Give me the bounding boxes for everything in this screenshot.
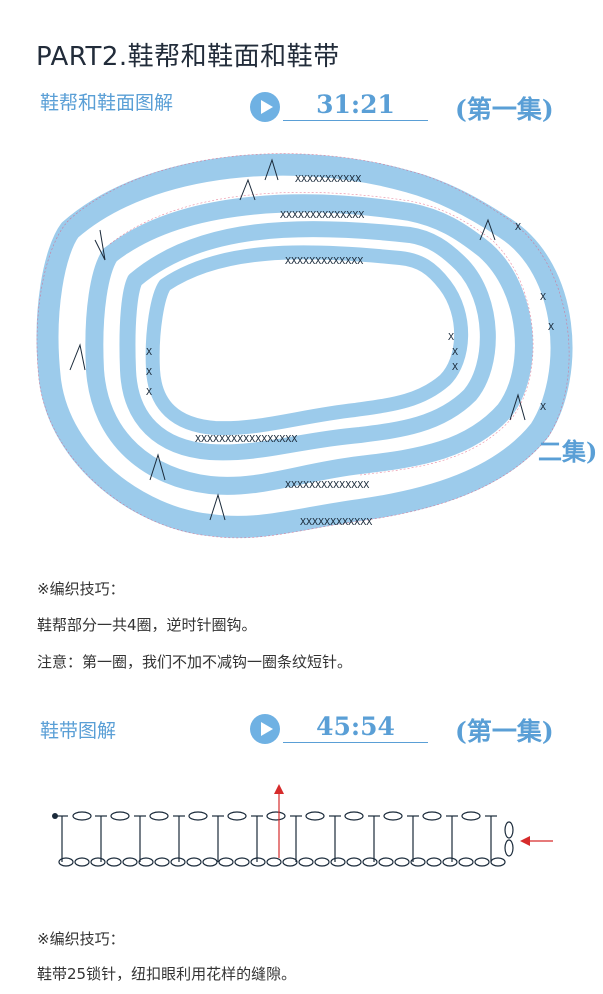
dc-stitch-left-1 <box>69 343 86 371</box>
round-4-band <box>36 153 573 538</box>
stitch-row-bottom-inner: XXXXXXXXXXXXXXXXX <box>195 434 297 445</box>
sole-diagram-label: 鞋帮和鞋面图解 <box>40 92 174 114</box>
upper-shoe-diagram: XXXXXXXXXXX XXXXXXXXXXXXXX XXXXXXXXXXXXX… <box>36 153 573 539</box>
round-3-band <box>85 194 533 495</box>
page-title: PART2.鞋帮和鞋面和鞋带 <box>36 42 340 72</box>
tips-line-1b: 注意：第一圈，我们不加不减钩一圈条纹短针。 <box>37 653 353 671</box>
play-icon[interactable] <box>250 92 280 122</box>
start-dot <box>52 813 58 819</box>
chain-top-row <box>52 811 481 821</box>
tips-line-1a: 鞋帮部分一共4圈，逆时针圈钩。 <box>37 616 257 634</box>
chain-bottom-row <box>58 857 506 867</box>
stitch-row-top-inner: XXXXXXXXXXXXX <box>285 256 363 267</box>
round-outlines <box>36 153 570 539</box>
round-2-band <box>119 221 496 461</box>
stitch-right-outer-3: X <box>540 402 546 413</box>
tips-heading-1: ※编织技巧： <box>37 580 125 598</box>
episode-label-1: (第一集) <box>455 95 554 124</box>
stitch-right-outer: X <box>540 292 546 303</box>
up-arrow-icon <box>274 784 284 858</box>
stitch-right-outer-2: X <box>548 322 554 333</box>
play-icon[interactable] <box>250 714 280 744</box>
dc-stitch-top-2 <box>264 158 279 181</box>
dc-stitch-left-2 <box>94 229 106 261</box>
dc-stitch-top-1 <box>239 178 256 201</box>
overlapping-episode-text: 二集) <box>538 437 598 466</box>
strap-diagram-label: 鞋带图解 <box>40 720 117 742</box>
dc-stitch-right-2 <box>509 393 526 421</box>
stitch-row-bottom-mid: XXXXXXXXXXXXXX <box>285 480 369 491</box>
round-1-band <box>145 245 469 436</box>
dc-posts <box>56 815 497 862</box>
dc-stitch-bottom-1 <box>149 453 166 481</box>
episode-label-2: (第一集) <box>455 717 554 746</box>
tall-stitch-symbols <box>69 158 526 521</box>
tips-heading-2: ※编织技巧： <box>37 930 125 948</box>
dc-stitch-right-1 <box>479 218 496 241</box>
turning-chain <box>504 821 514 857</box>
tips-line-2a: 鞋带25锁针，纽扣眼利用花样的缝隙。 <box>37 965 297 983</box>
left-arrow-icon <box>520 836 553 846</box>
stitch-col-right-inner: X <box>448 332 454 343</box>
stitch-row-top-mid: XXXXXXXXXXXXXX <box>280 210 364 221</box>
dc-stitch-bottom-2 <box>209 493 226 521</box>
concentric-rounds <box>36 153 573 538</box>
stitch-col-right-inner-3: X <box>452 362 458 373</box>
stitch-col-right-inner-2: X <box>452 347 458 358</box>
video-timestamp-2[interactable]: 45:54 <box>283 712 428 743</box>
stitch-row-top-outer: XXXXXXXXXXX <box>295 174 361 185</box>
stitch-col-left-inner-3: X <box>146 387 152 398</box>
strap-diagram <box>52 784 553 867</box>
stitch-col-left-inner: X <box>146 347 152 358</box>
stitch-right-outer-4: X <box>515 222 521 233</box>
stitch-symbols: XXXXXXXXXXX XXXXXXXXXXXXXX XXXXXXXXXXXXX… <box>146 174 554 528</box>
stitch-col-left-inner-2: X <box>146 367 152 378</box>
stitch-row-bottom-outer: XXXXXXXXXXXX <box>300 517 372 528</box>
video-timestamp-1[interactable]: 31:21 <box>283 90 428 121</box>
